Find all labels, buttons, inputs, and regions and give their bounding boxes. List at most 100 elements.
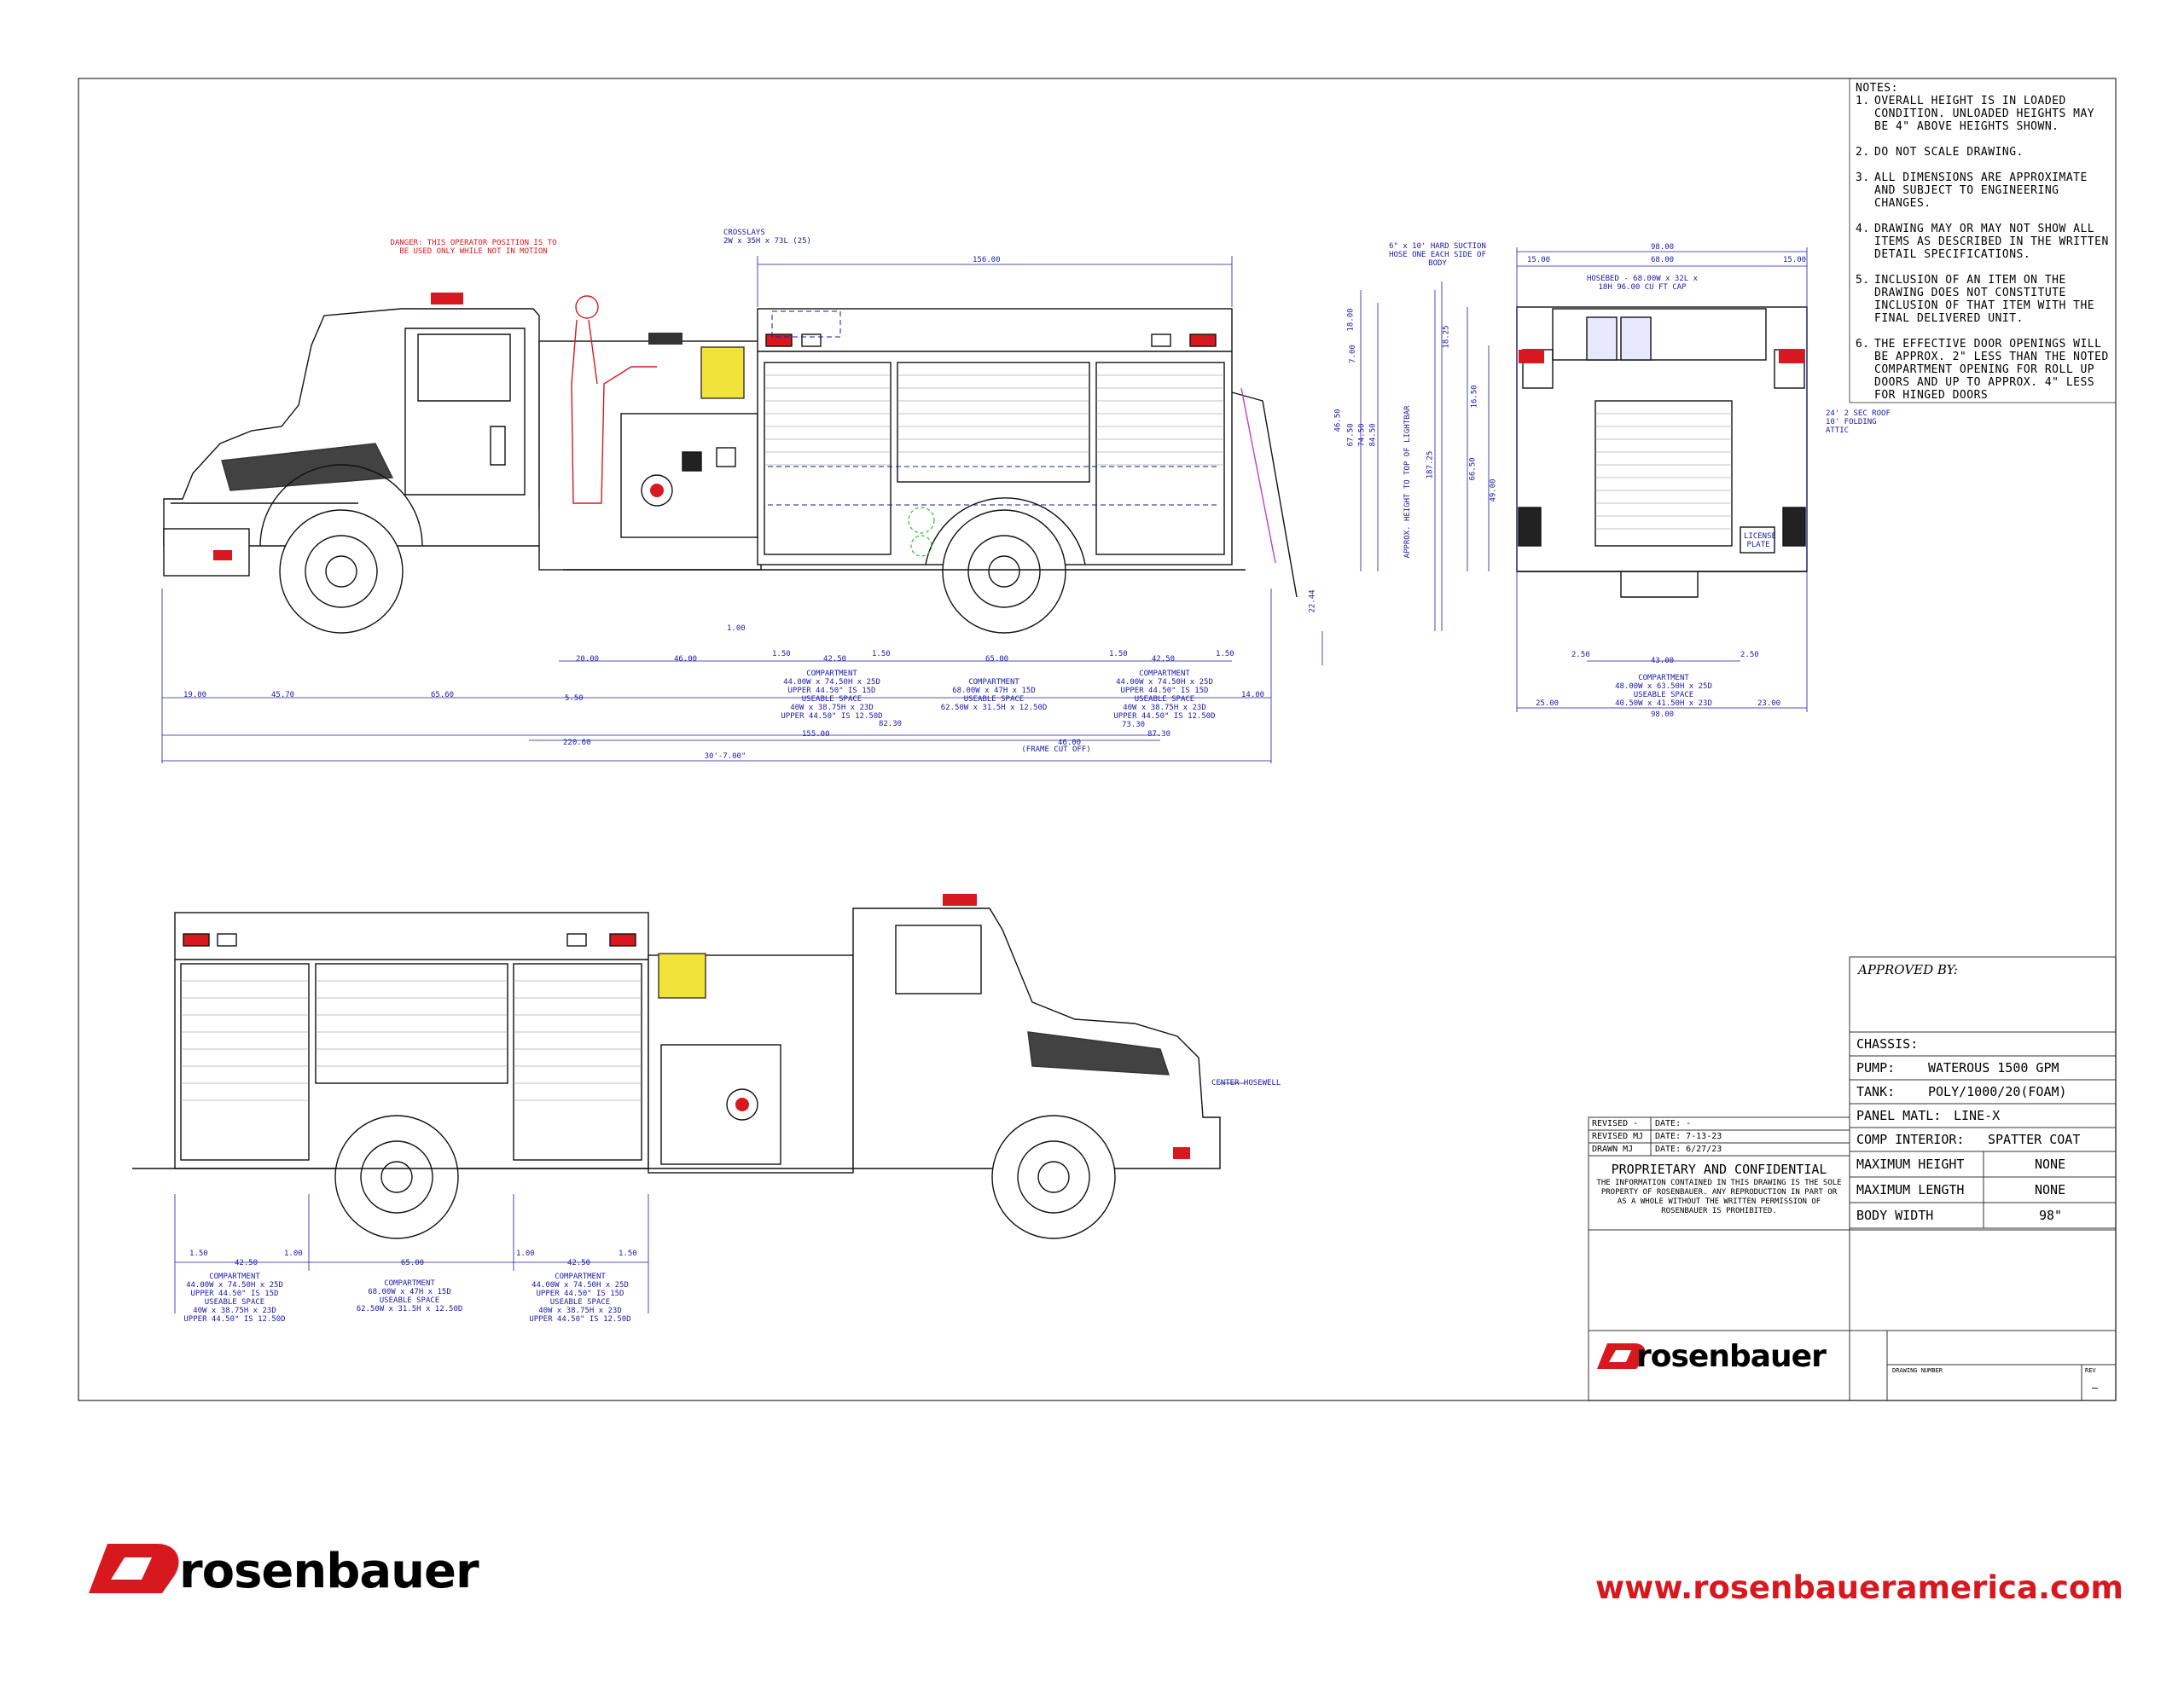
compartment-bottom-1: COMPARTMENT 44.00W x 74.50H x 25D UPPER … (183, 1273, 286, 1324)
revision-1-date: DATE: - (1655, 1119, 1692, 1128)
note-4: 4.DRAWING MAY OR MAY NOT SHOW ALL ITEMS … (1856, 223, 2109, 261)
dim-height-2: 7.00 (1348, 345, 1357, 363)
dim-chassis-1: 19.00 (183, 691, 207, 699)
footer-brand: rosenbauer (179, 1544, 479, 1599)
compartment-top-1: COMPARTMENT 44.00W x 74.50H x 25D UPPER … (781, 670, 883, 721)
notes-heading: NOTES: (1856, 82, 1898, 95)
note-6: 6.THE EFFECTIVE DOOR OPENINGS WILL BE AP… (1856, 338, 2109, 402)
danger-label: DANGER: THIS OPERATOR POSITION IS TO BE … (390, 239, 557, 256)
compartment-bottom-2: COMPARTMENT 68.00W x 47H x 15D USEABLE S… (356, 1279, 463, 1313)
note-1: 1.OVERALL HEIGHT IS IN LOADED CONDITION.… (1856, 95, 2095, 133)
dim-lower-4: 42.50 (823, 655, 847, 664)
pump-value: WATEROUS 1500 GPM (1928, 1060, 2059, 1076)
rear-dim-side-1: 15.00 (1527, 256, 1551, 264)
max-height-label: MAXIMUM HEIGHT (1856, 1157, 1965, 1172)
dim-chassis-3: 65.60 (431, 691, 455, 699)
dim-chassis-4: 5.50 (565, 694, 584, 703)
ladder-label: 24' 2 SEC ROOF 10' FOLDING ATTIC (1826, 409, 1891, 435)
rear-dim-lower-1: 2.50 (1571, 651, 1590, 659)
crosslays-label: CROSSLAYS (723, 229, 765, 237)
note-3: 3.ALL DIMENSIONS ARE APPROXIMATE AND SUB… (1856, 171, 2088, 210)
comp-interior-value: SPATTER COAT (1988, 1132, 2081, 1147)
max-height-value: NONE (2035, 1157, 2066, 1172)
dim-lower-3: 1.50 (772, 650, 791, 658)
website-url[interactable]: www.rosenbaueramerica.com (1595, 1569, 2123, 1606)
dim-height-9: 1.00 (727, 624, 746, 633)
rear-dim-height-3: 66.50 (1468, 457, 1478, 481)
dim-height-3: 46.50 (1333, 409, 1343, 432)
dimension-lines-rear (1441, 247, 1808, 712)
dim-body-length: 156.00 (973, 256, 1001, 264)
dim-height-6: 84.50 (1368, 423, 1378, 447)
crosslays-detail: 2W x 35H x 73L (25) (723, 237, 811, 246)
max-length-value: NONE (2035, 1182, 2066, 1197)
dim-lower-9: 1.50 (1216, 650, 1234, 658)
revision-2-date: DATE: 7-13-23 (1655, 1132, 1722, 1141)
note-5: 5.INCLUSION OF AN ITEM ON THE DRAWING DO… (1856, 274, 2095, 325)
dim-lower-8: 42.50 (1152, 655, 1176, 664)
rear-dim-inner: 68.00 (1651, 256, 1675, 264)
dim-overall-1: 82.30 (879, 720, 903, 728)
drawn-by: DRAWN MJ (1592, 1145, 1634, 1154)
rear-dim-height-1: 18.25 (1442, 325, 1451, 349)
dim-lower-2: 46.00 (674, 655, 698, 664)
dim-overall-3: 87.30 (1147, 730, 1171, 739)
proprietary-text: THE INFORMATION CONTAINED IN THIS DRAWIN… (1596, 1179, 1842, 1215)
note-2: 2.DO NOT SCALE DRAWING. (1856, 146, 2024, 159)
dimension-lines-top (161, 256, 1436, 763)
rear-dim-height-2: 16.50 (1470, 385, 1479, 409)
overall-length-label: 30'-7.00" (704, 752, 746, 761)
operator-figure (571, 295, 657, 504)
dim-height-1: 18.00 (1346, 308, 1356, 332)
bottom-dim-6: 42.50 (567, 1259, 591, 1267)
frame-cut-label: (FRAME CUT OFF) (1021, 745, 1091, 754)
drawing-border (78, 78, 2117, 1401)
dim-overall-5: 220.60 (563, 739, 591, 747)
dim-lower-6: 65.00 (985, 655, 1009, 664)
proprietary-title: PROPRIETARY AND CONFIDENTIAL (1611, 1162, 1827, 1177)
body-width-label: BODY WIDTH (1856, 1208, 1934, 1223)
overall-height-label: APPROX. HEIGHT TO TOP OF LIGHTBAR (1403, 405, 1412, 559)
rear-view (1516, 306, 1808, 598)
rev-label: REV (2085, 1367, 2096, 1374)
dim-overall-6: 46.00 (1058, 739, 1082, 747)
side-view-top (163, 293, 1298, 634)
hard-suction-label: 6" x 10' HARD SUCTION HOSE ONE EACH SIDE… (1389, 242, 1486, 268)
drawn-date: DATE: 6/27/23 (1655, 1145, 1722, 1154)
approved-by-label: APPROVED BY: (1858, 962, 1958, 977)
bottom-dim-4: 65.00 (401, 1259, 425, 1267)
rear-dim-lower-3: 2.50 (1740, 651, 1759, 659)
dim-lower-1: 20.00 (576, 655, 600, 664)
rear-dim-height-4: 49.00 (1489, 478, 1498, 502)
tank-value: POLY/1000/20(FOAM) (1928, 1084, 2067, 1099)
bottom-dim-7: 1.50 (619, 1250, 637, 1258)
footer-brand-name: rosenbauer (179, 1544, 479, 1599)
rear-dim-bottom-1: 25.00 (1536, 699, 1560, 708)
tank-label: TANK: (1856, 1084, 1896, 1099)
title-block-logo-mark (1597, 1343, 1646, 1369)
drawing-number-label: DRAWING NUMBER (1892, 1367, 1943, 1374)
dim-height-4: 67.50 (1346, 423, 1356, 447)
chassis-label: CHASSIS: (1856, 1036, 1919, 1052)
title-block-brand: rosenbauer (1636, 1339, 1827, 1374)
dimension-lines-bottom (174, 1082, 1246, 1313)
dim-chassis-5: 14.00 (1241, 691, 1265, 699)
bottom-dim-1: 1.50 (189, 1250, 208, 1258)
dim-height-8: 22.44 (1308, 589, 1317, 613)
revision-2: REVISED MJ (1592, 1132, 1644, 1141)
compartment-top-2: COMPARTMENT 68.00W x 47H x 15D USEABLE S… (940, 678, 1048, 712)
side-view-bottom (132, 894, 1221, 1239)
title-block-brand-name: rosenbauer (1636, 1339, 1827, 1374)
brand-logo-mark (89, 1544, 179, 1593)
title-block (1588, 956, 2117, 1401)
rear-dim-lower-2: 43.00 (1651, 657, 1675, 665)
rear-dim-width: 98.00 (1651, 243, 1675, 252)
dim-height-7: 187.25 (1426, 450, 1435, 479)
notes-box (1849, 78, 2117, 403)
hosebed-label: HOSEBED - 68.00W x 32L x 18H 96.00 CU FT… (1586, 275, 1699, 292)
rear-dim-total: 98.00 (1651, 710, 1675, 719)
rear-compartment: COMPARTMENT 48.00W x 63.50H x 25D USEABL… (1615, 674, 1712, 708)
dim-lower-5: 1.50 (872, 650, 891, 658)
rev-value: – (2092, 1382, 2099, 1394)
